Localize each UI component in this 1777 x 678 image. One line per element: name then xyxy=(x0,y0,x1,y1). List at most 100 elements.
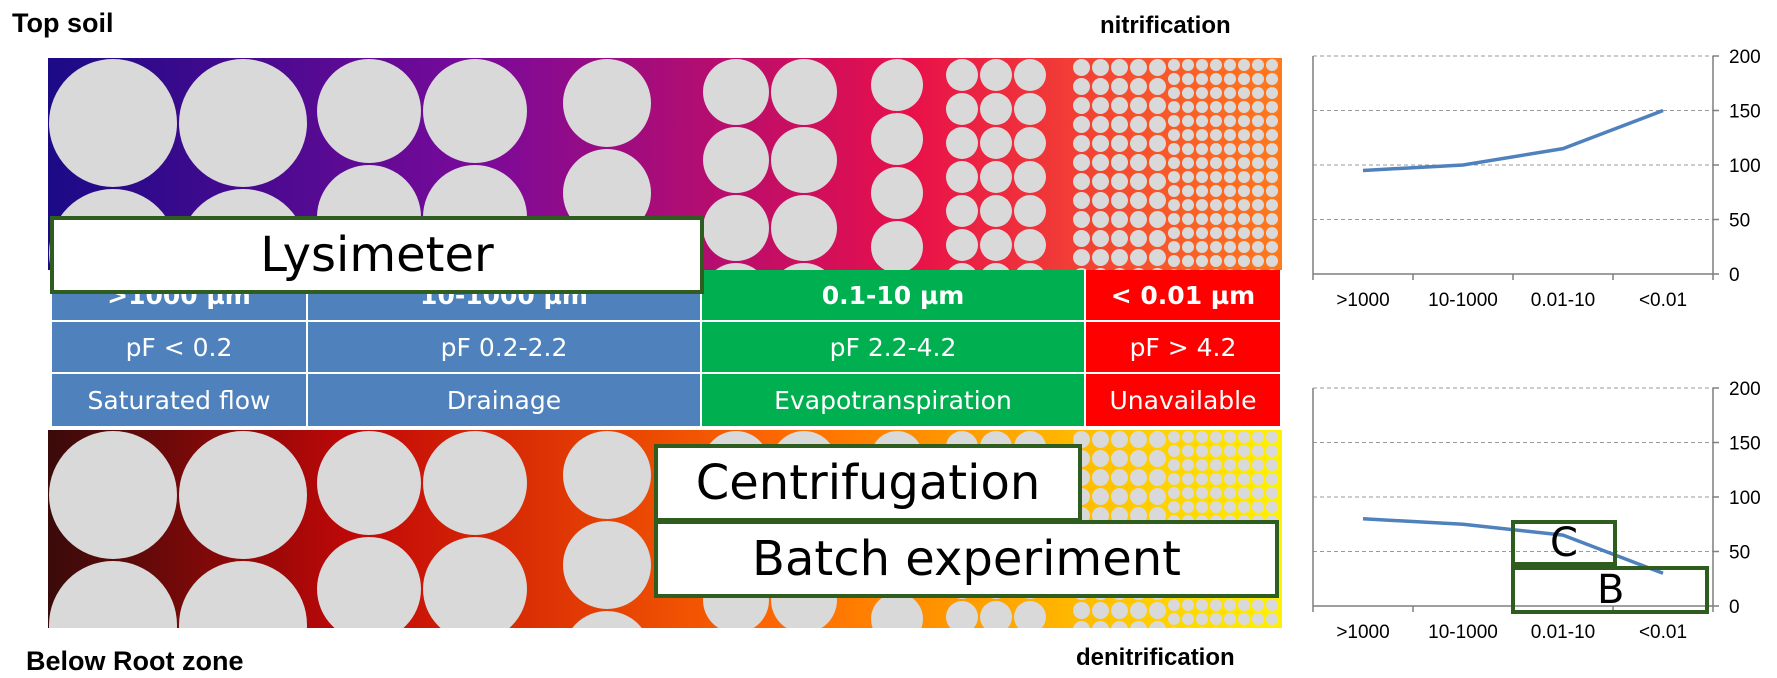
pore-circle xyxy=(1149,59,1166,76)
pore-circle xyxy=(1196,185,1208,197)
pore-circle xyxy=(703,195,769,261)
pore-circle xyxy=(1266,129,1278,141)
pore-circle xyxy=(1238,501,1250,513)
pore-circle xyxy=(1073,211,1090,228)
pore-circle xyxy=(1196,129,1208,141)
pore-circle xyxy=(1252,59,1264,71)
pore-circle xyxy=(1014,127,1046,159)
pore-circle xyxy=(1014,93,1046,125)
pore-circle xyxy=(1182,73,1194,85)
y-tick-label: 0 xyxy=(1729,597,1740,618)
pore-circle xyxy=(1168,199,1180,211)
pore-circle xyxy=(1238,255,1250,267)
pore-circle xyxy=(1149,621,1166,628)
pore-circle xyxy=(1149,192,1166,209)
pore-circle xyxy=(1210,487,1222,499)
pore-circle xyxy=(980,229,1012,261)
pore-circle xyxy=(1168,473,1180,485)
pore-circle xyxy=(1252,199,1264,211)
series-line xyxy=(1362,108,1664,173)
pore-circle xyxy=(1182,185,1194,197)
pore-circle xyxy=(1168,459,1180,471)
pore-circle xyxy=(1111,488,1128,505)
pore-circle xyxy=(1130,507,1147,524)
pore-circle xyxy=(1252,87,1264,99)
pore-circle xyxy=(1111,621,1128,628)
pore-circle xyxy=(1224,101,1236,113)
pore-circle xyxy=(1224,241,1236,253)
water-type-cell: Drainage xyxy=(308,374,700,426)
pore-circle xyxy=(1149,602,1166,619)
pore-circle xyxy=(1092,97,1109,114)
pore-circle xyxy=(1111,173,1128,190)
pore-circle xyxy=(703,59,769,125)
pore-circle xyxy=(1182,459,1194,471)
pore-circle xyxy=(1252,185,1264,197)
pore-circle xyxy=(1210,459,1222,471)
pore-circle xyxy=(1168,157,1180,169)
pore-circle xyxy=(1238,185,1250,197)
pore-circle xyxy=(317,431,421,535)
pore-circle xyxy=(423,537,527,628)
pore-circle xyxy=(980,601,1012,628)
pore-circle xyxy=(1238,445,1250,457)
pore-circle xyxy=(1196,501,1208,513)
pore-circle xyxy=(1224,213,1236,225)
pore-circle xyxy=(1092,173,1109,190)
pore-circle xyxy=(1073,135,1090,152)
pore-circle xyxy=(1168,431,1180,443)
pore-circle xyxy=(1182,255,1194,267)
pore-circle xyxy=(1182,143,1194,155)
pore-circle xyxy=(1238,487,1250,499)
pore-circle xyxy=(1196,487,1208,499)
pore-circle xyxy=(1111,249,1128,266)
pore-circle xyxy=(1073,249,1090,266)
pore-circle xyxy=(1014,161,1046,193)
pore-circle xyxy=(1130,173,1147,190)
pore-circle xyxy=(1238,627,1250,628)
pore-circle xyxy=(1182,199,1194,211)
pore-circle xyxy=(1210,87,1222,99)
pore-circle xyxy=(1130,621,1147,628)
pore-circle xyxy=(1182,227,1194,239)
pore-circle xyxy=(1182,87,1194,99)
pore-circle xyxy=(1224,59,1236,71)
pore-circle xyxy=(1210,157,1222,169)
pore-circle xyxy=(49,431,177,559)
pore-circle xyxy=(1224,143,1236,155)
pore-circle xyxy=(1266,627,1278,628)
pore-circle xyxy=(980,127,1012,159)
pore-circle xyxy=(1130,192,1147,209)
pore-circle xyxy=(1073,154,1090,171)
pore-circle xyxy=(1252,599,1264,611)
pore-circle xyxy=(1196,241,1208,253)
pore-circle xyxy=(1149,249,1166,266)
pore-circle xyxy=(1252,627,1264,628)
pore-circle xyxy=(1252,143,1264,155)
pore-circle xyxy=(1092,78,1109,95)
pore-circle xyxy=(1168,185,1180,197)
pore-circle xyxy=(1196,473,1208,485)
pore-circle xyxy=(871,167,923,219)
pore-circle xyxy=(1130,431,1147,448)
pore-circle xyxy=(1238,157,1250,169)
pore-circle xyxy=(1252,213,1264,225)
pore-circle xyxy=(1224,255,1236,267)
y-tick-label: 100 xyxy=(1729,488,1761,509)
pore-circle xyxy=(1224,115,1236,127)
pore-circle xyxy=(1111,230,1128,247)
pore-circle xyxy=(1130,78,1147,95)
pore-circle xyxy=(1182,445,1194,457)
pore-circle xyxy=(980,161,1012,193)
pore-circle xyxy=(1168,101,1180,113)
pore-circle xyxy=(1149,135,1166,152)
pore-circle xyxy=(1182,627,1194,628)
pore-circle xyxy=(1182,101,1194,113)
pore-circle xyxy=(1130,488,1147,505)
pore-circle xyxy=(1130,230,1147,247)
below-root-zone-label: Below Root zone xyxy=(26,646,244,676)
pore-circle xyxy=(1182,115,1194,127)
pore-circle xyxy=(1210,171,1222,183)
pore-circle xyxy=(1210,227,1222,239)
pore-circle xyxy=(1224,627,1236,628)
